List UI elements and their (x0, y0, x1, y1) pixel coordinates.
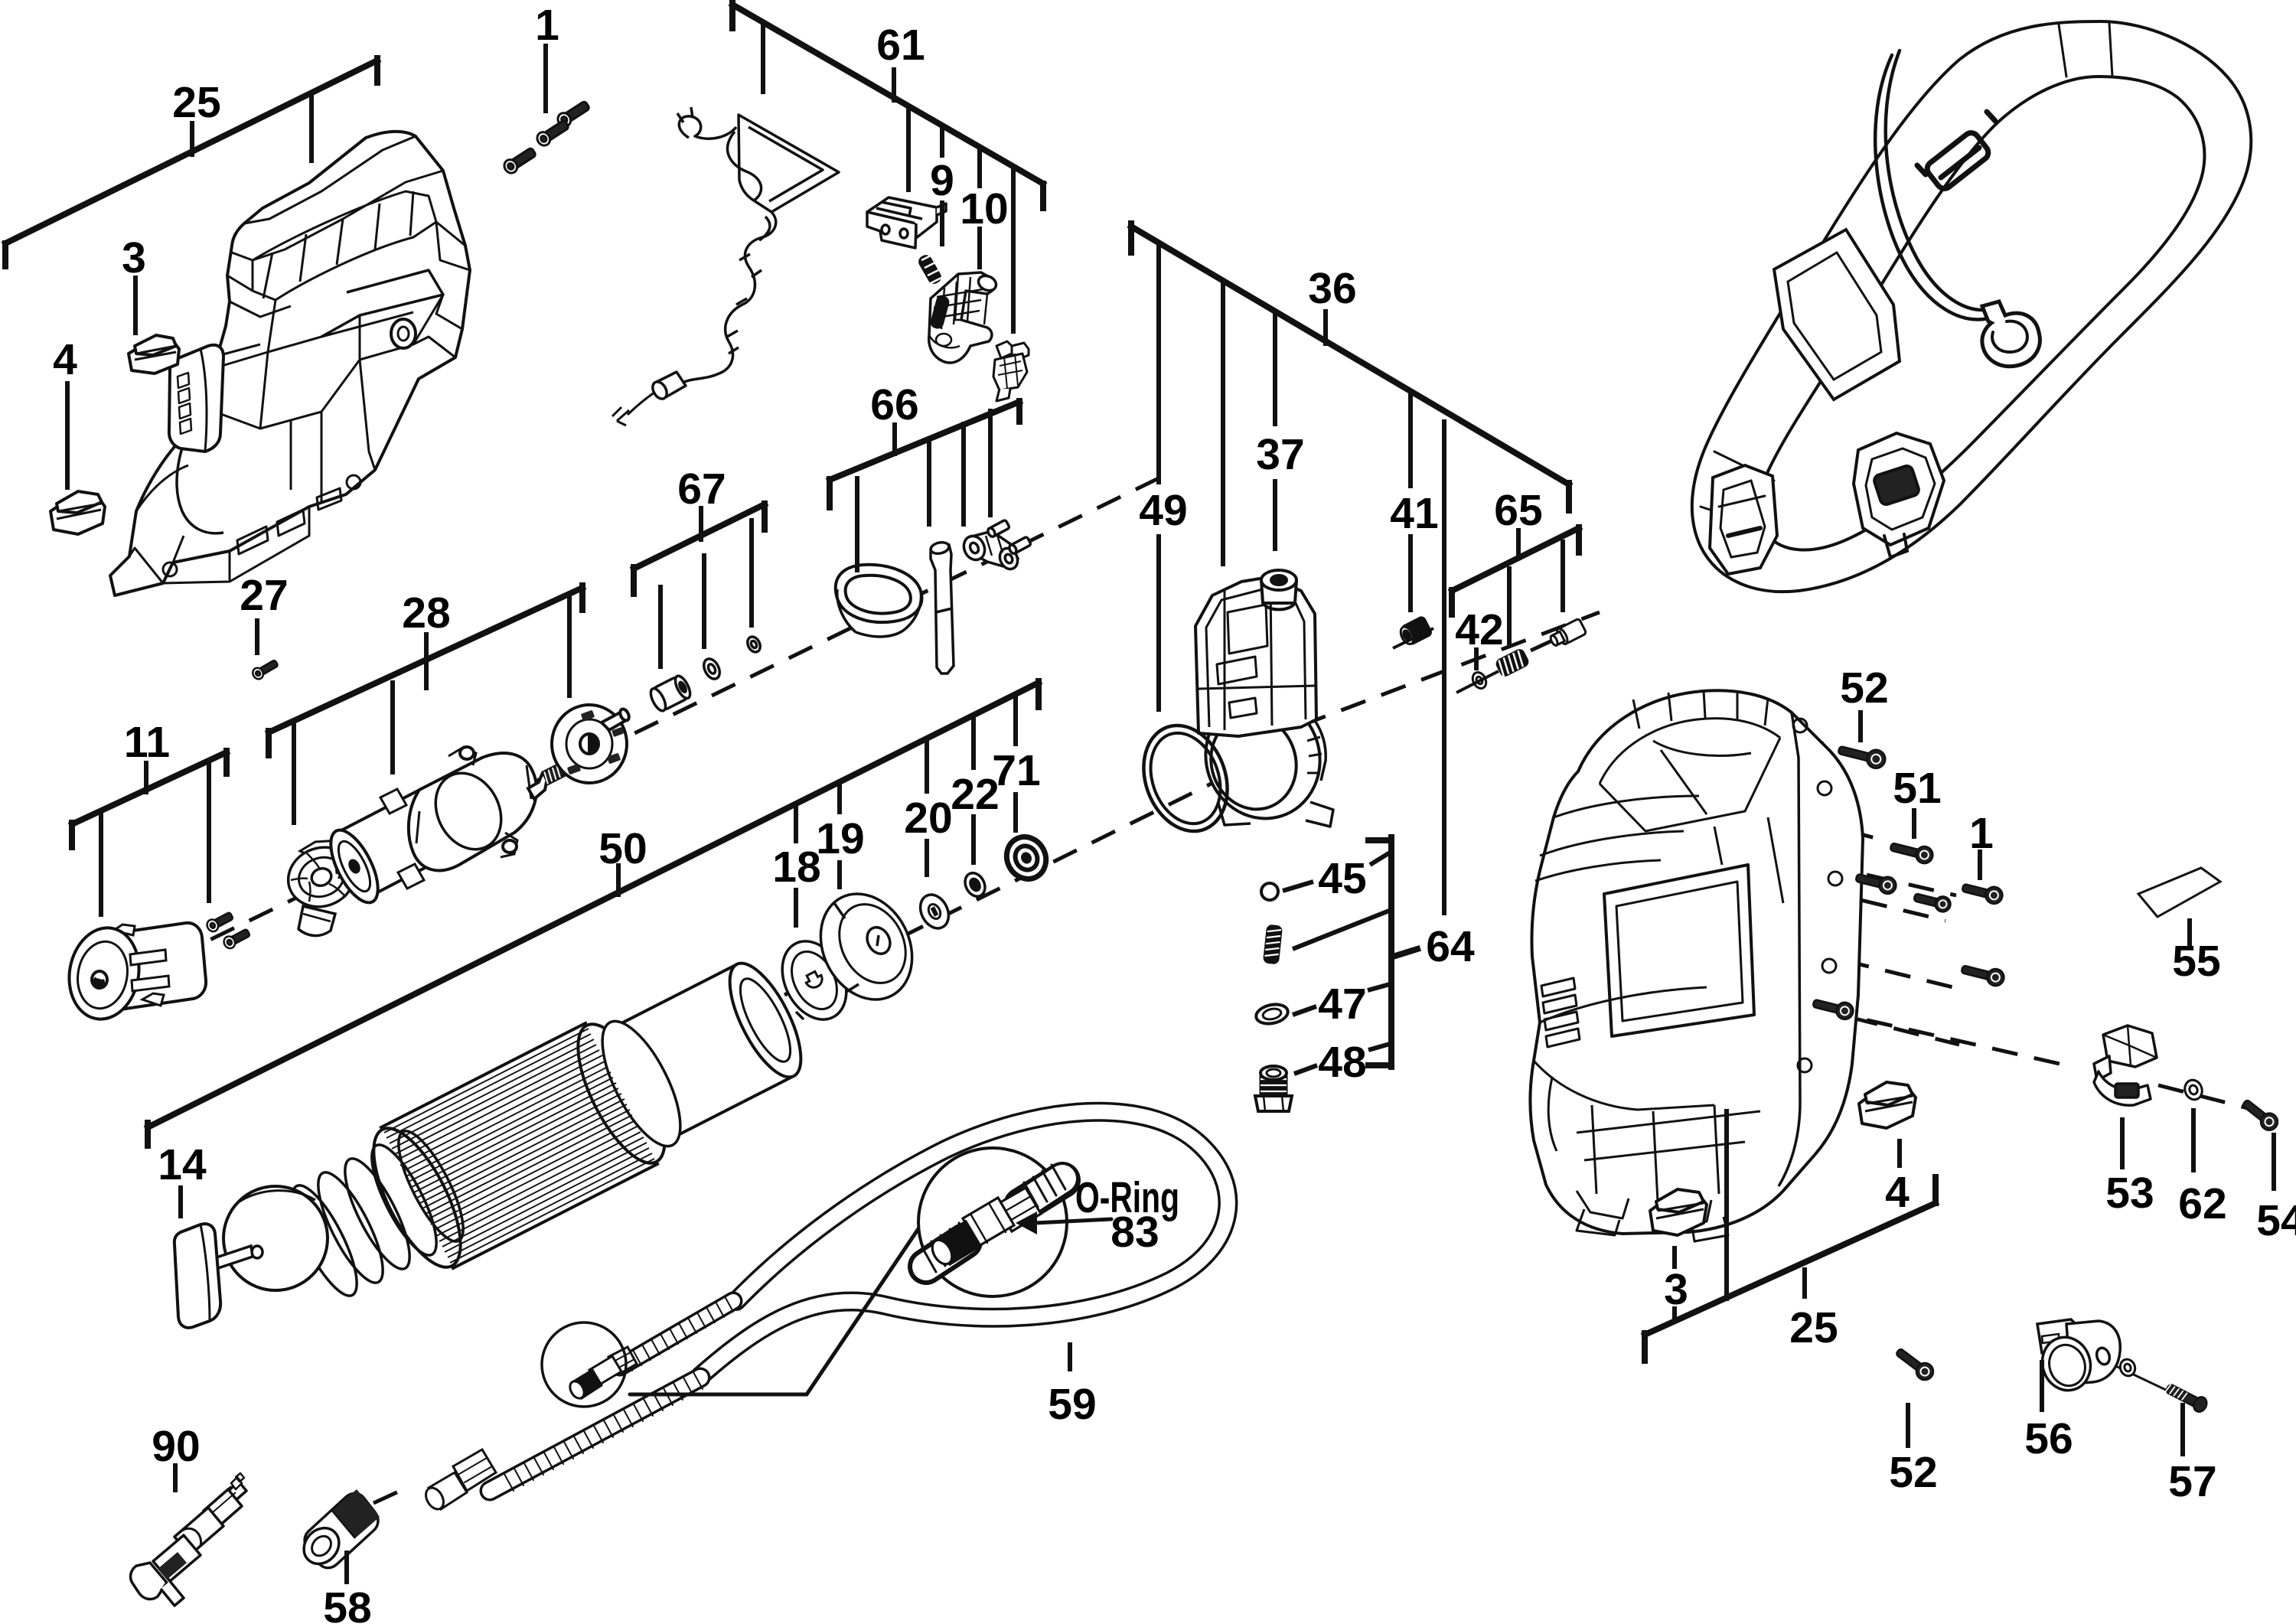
svg-text:27: 27 (240, 571, 288, 620)
svg-text:20: 20 (904, 794, 952, 843)
svg-text:3: 3 (122, 233, 146, 282)
svg-text:25: 25 (172, 78, 220, 127)
svg-text:64: 64 (1426, 922, 1475, 971)
svg-text:1: 1 (535, 1, 559, 50)
svg-text:61: 61 (876, 21, 925, 70)
svg-text:50: 50 (598, 824, 647, 873)
svg-text:19: 19 (816, 814, 864, 863)
svg-text:25: 25 (1789, 1303, 1838, 1352)
svg-text:O-Ring: O-Ring (1075, 1173, 1179, 1222)
svg-text:1: 1 (1969, 809, 1994, 858)
svg-text:53: 53 (2105, 1169, 2154, 1218)
svg-text:22: 22 (951, 770, 999, 819)
svg-text:55: 55 (2172, 937, 2220, 986)
svg-text:66: 66 (870, 380, 918, 429)
svg-text:62: 62 (2178, 1179, 2226, 1228)
svg-text:11: 11 (124, 718, 170, 767)
svg-text:4: 4 (53, 335, 77, 384)
svg-text:57: 57 (2168, 1457, 2216, 1506)
svg-text:37: 37 (1256, 430, 1304, 479)
svg-text:10: 10 (960, 184, 1008, 233)
svg-text:71: 71 (992, 746, 1040, 795)
svg-text:51: 51 (1893, 764, 1941, 813)
svg-text:58: 58 (323, 1583, 371, 1624)
svg-text:83: 83 (1110, 1208, 1159, 1257)
svg-text:90: 90 (152, 1422, 200, 1471)
svg-text:14: 14 (158, 1140, 207, 1189)
svg-text:4: 4 (1885, 1168, 1910, 1217)
svg-text:67: 67 (677, 465, 726, 514)
svg-text:18: 18 (772, 843, 820, 892)
svg-text:56: 56 (2024, 1414, 2073, 1463)
svg-text:65: 65 (1494, 486, 1542, 535)
svg-text:3: 3 (1664, 1265, 1688, 1314)
svg-text:47: 47 (1318, 980, 1366, 1029)
svg-text:45: 45 (1318, 854, 1366, 903)
svg-text:49: 49 (1139, 486, 1187, 535)
svg-text:42: 42 (1455, 605, 1503, 654)
svg-text:36: 36 (1308, 264, 1356, 313)
svg-text:59: 59 (1048, 1380, 1096, 1429)
svg-text:9: 9 (930, 156, 954, 205)
svg-text:48: 48 (1318, 1038, 1366, 1087)
svg-text:41: 41 (1390, 489, 1438, 538)
svg-text:54: 54 (2256, 1196, 2296, 1245)
svg-text:52: 52 (1889, 1448, 1937, 1497)
svg-text:28: 28 (402, 589, 450, 638)
svg-text:52: 52 (1840, 664, 1888, 713)
